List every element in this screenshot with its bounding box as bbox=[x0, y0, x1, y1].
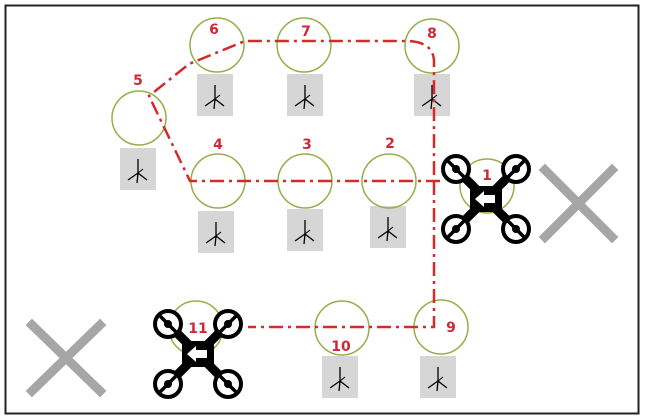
node-label: 8 bbox=[427, 26, 437, 42]
tripod-stand-icon bbox=[321, 355, 359, 399]
tripod-stand-icon bbox=[369, 205, 407, 249]
node-2-circle bbox=[361, 153, 417, 209]
frame-border bbox=[4, 4, 640, 415]
tripod-stand-icon bbox=[286, 73, 324, 117]
path-segment-upper-loop bbox=[147, 39, 440, 183]
x-mark-icon bbox=[538, 163, 619, 244]
tripod-stand-icon bbox=[197, 210, 235, 254]
tripod-stand-icon bbox=[196, 73, 234, 117]
node-label: 11 bbox=[188, 321, 207, 337]
node-label: 9 bbox=[446, 320, 456, 336]
node-label: 1 bbox=[482, 168, 492, 184]
path-segment-return bbox=[248, 181, 436, 329]
node-label: 3 bbox=[302, 137, 312, 153]
tripod-stand-icon bbox=[413, 73, 451, 117]
x-mark-icon bbox=[25, 318, 107, 398]
node-1-circle bbox=[459, 158, 515, 214]
node-label: 5 bbox=[133, 73, 143, 89]
node-label: 4 bbox=[213, 137, 223, 153]
tripod-stand-icon bbox=[419, 355, 457, 399]
node-label: 10 bbox=[331, 339, 351, 355]
tripod-stand-icon bbox=[286, 208, 324, 252]
node-5-circle bbox=[111, 90, 167, 146]
tripod-stand-icon bbox=[119, 147, 157, 191]
node-6-circle bbox=[189, 17, 245, 73]
node-label: 2 bbox=[385, 136, 395, 152]
node-label: 6 bbox=[209, 22, 219, 38]
node-7-circle bbox=[276, 17, 332, 73]
node-label: 7 bbox=[301, 24, 311, 40]
node-8-circle bbox=[404, 18, 460, 74]
flight-path bbox=[147, 39, 440, 329]
node-9-circle bbox=[413, 299, 469, 355]
